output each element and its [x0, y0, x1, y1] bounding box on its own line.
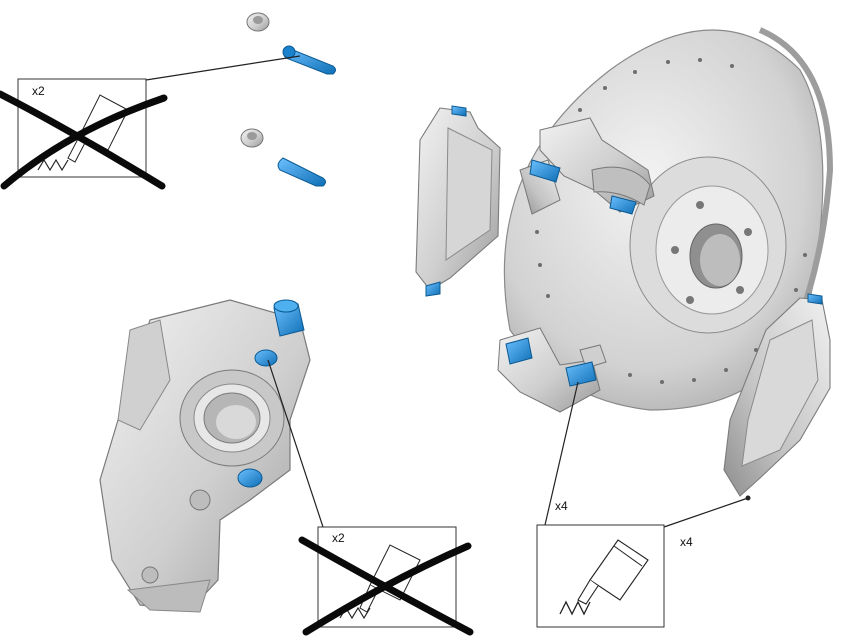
leader-line-disc-clips	[544, 381, 579, 526]
pad-clip-icon	[609, 195, 637, 215]
do-not-reuse-box-caliper: x2	[298, 526, 474, 636]
brake-caliper	[99, 299, 311, 613]
leader-line-pin	[145, 55, 301, 81]
guide-pin-icon	[277, 157, 326, 187]
grease-application-box	[536, 524, 665, 628]
nut-icon	[246, 12, 270, 32]
guide-sleeve-icon	[273, 299, 305, 337]
pad-clip-icon	[529, 159, 561, 183]
qty-label-pins: x2	[32, 84, 45, 98]
leader-line-pad	[663, 497, 749, 528]
qty-label-disc-clips: x4	[555, 499, 568, 513]
guide-pin-set-upper	[246, 12, 336, 75]
do-not-reuse-box-pins: x2	[0, 78, 168, 190]
guide-pin-set-lower	[240, 128, 326, 187]
do-not-reuse-cross-icon	[0, 90, 168, 190]
leader-line-caliper	[267, 359, 324, 528]
qty-label-caliper: x2	[332, 531, 345, 545]
caliper-bracket	[497, 117, 655, 413]
caliper-piston-bore	[179, 369, 285, 467]
brake-pad-inner	[415, 105, 501, 297]
guide-pin-icon	[282, 45, 336, 75]
spring-icon	[37, 158, 69, 172]
qty-label-pad: x4	[680, 535, 693, 549]
pad-clip-icon	[565, 361, 597, 387]
guide-sleeve-icon	[254, 349, 278, 367]
grease-tube-icon	[577, 539, 649, 605]
pad-clip-icon	[505, 337, 533, 365]
do-not-reuse-cross-icon	[298, 536, 474, 636]
nut-icon	[240, 128, 264, 148]
spring-icon	[559, 600, 591, 616]
guide-sleeve-icon	[237, 468, 263, 488]
disc-hub	[629, 156, 787, 334]
brake-pad-outer	[723, 293, 831, 497]
